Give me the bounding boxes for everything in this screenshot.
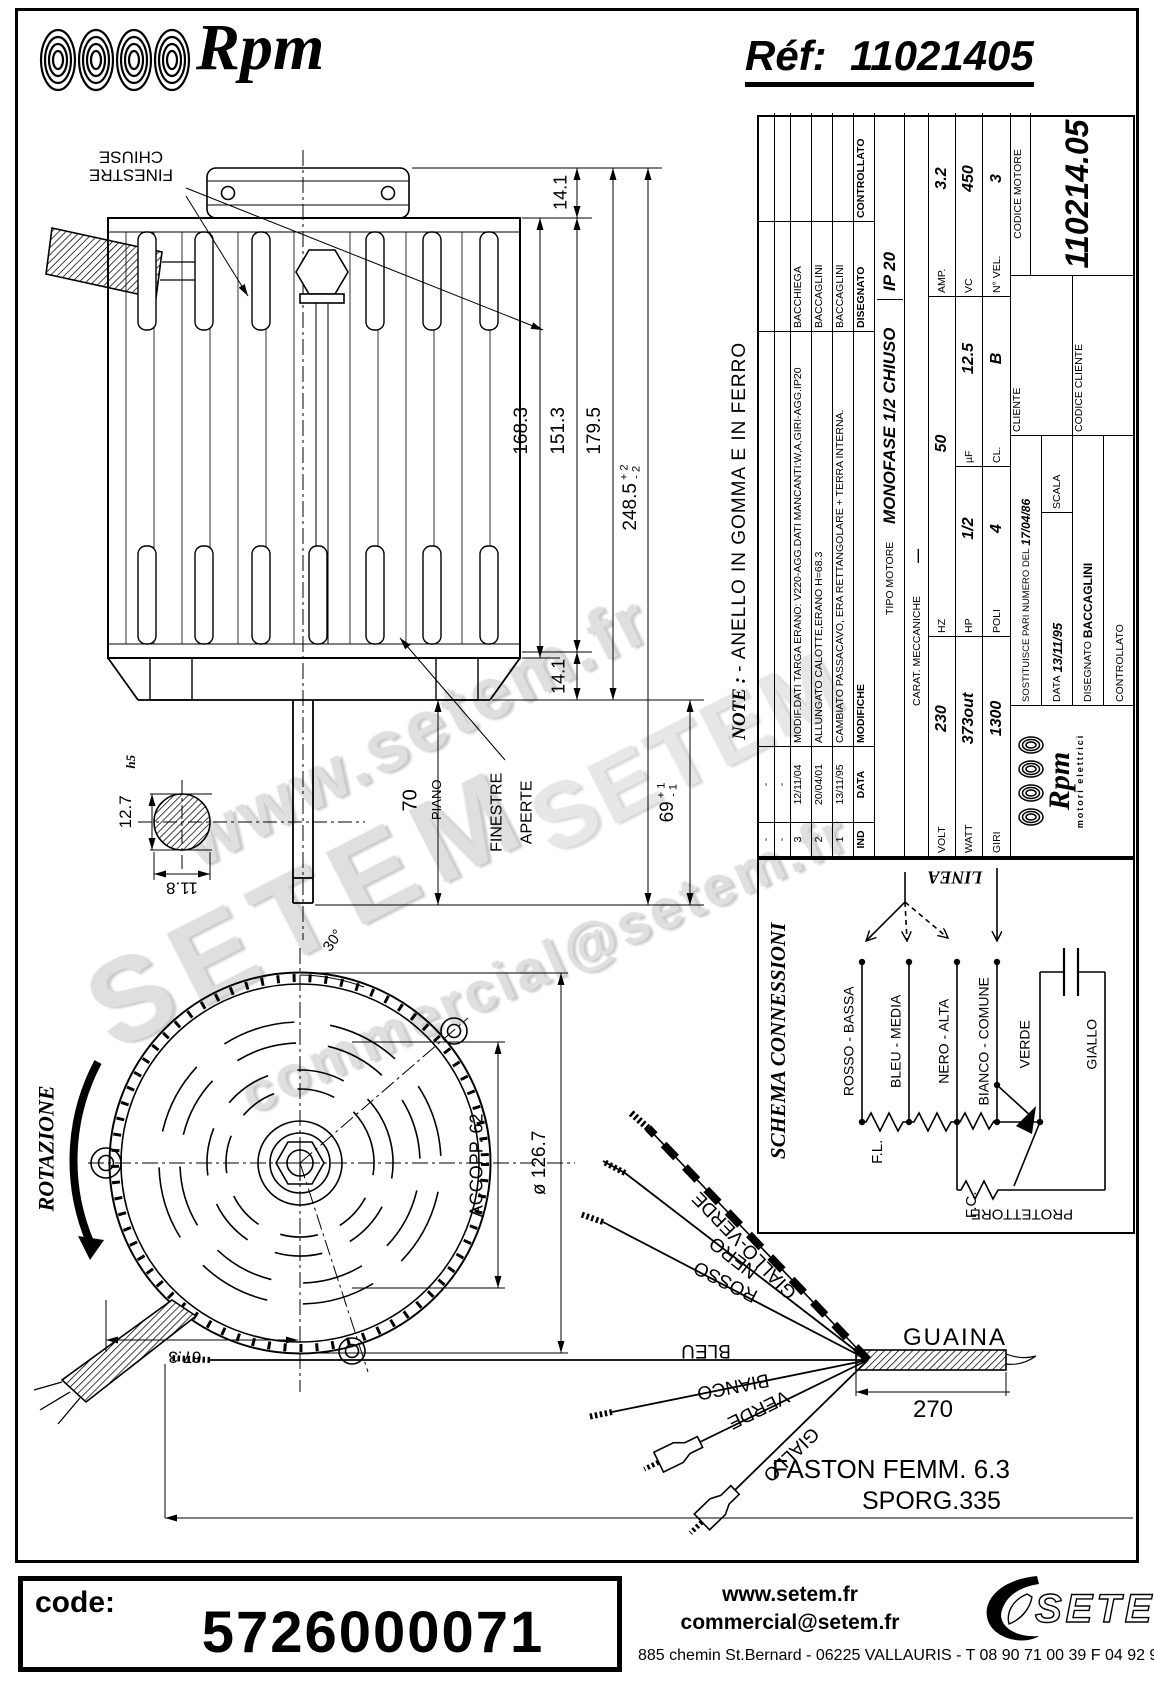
dim-168-3: 168.3 (511, 407, 533, 455)
cliente-cell: CLIENTE (1011, 276, 1073, 436)
dim-12-7: 12.7 (116, 795, 136, 829)
brand-logo-text: Rpm (196, 11, 325, 84)
rail-label-bianco-comune: BIANCO - COMUNE (975, 977, 992, 1106)
footer-address: 885 chemin St.Bernard - 06225 VALLAURIS … (638, 1647, 1154, 1664)
codice-motore-value: 110214.05 (1059, 119, 1095, 269)
faston-label: FASTON FEMM. 6.3 (772, 1454, 1010, 1484)
cliente-label: CLIENTE (1011, 387, 1023, 432)
setem-logo-text: SETEM (1035, 1587, 1154, 1631)
carat-label: CARAT. MECCANICHE (910, 595, 923, 706)
dim-179-5: 179.5 (584, 407, 606, 455)
revision-row: -- (759, 113, 775, 856)
motor-front-view (33, 948, 575, 1425)
ip-rating: IP 20 (876, 113, 903, 300)
tipo-motore-row: TIPO MOTORE MONOFASE 1/2 CHIUSO IP 20 (875, 113, 905, 856)
fl-label: F.L. (869, 1139, 887, 1164)
sporg-label: SPORG.335 (862, 1487, 1001, 1515)
dim-70: 70 (399, 789, 422, 812)
carat-row: CARAT. MECCANICHE — (905, 113, 929, 856)
schema-title: SCHEMA CONNESSIONI (766, 922, 791, 1160)
schema-linework (858, 868, 1106, 1201)
rpm-coils-icon (39, 28, 191, 92)
tipo-motore-label: TIPO MOTORE (883, 541, 896, 615)
rail-label-bleu-media: BLEU - MEDIA (887, 994, 904, 1088)
dim-11-8: 11.8 (166, 878, 198, 898)
sostituisce-label: SOSTITUISCE PARI NUMERO DEL (1020, 548, 1032, 702)
footer-email: commercial@setem.fr (680, 1611, 900, 1634)
logo-cell: Rpm motori elettrici (1011, 706, 1135, 856)
schema-verde-label: VERDE (1016, 1020, 1033, 1069)
protettore-label: PROTETTORE (970, 1205, 1074, 1223)
rpm-coils-icon-small (1018, 736, 1044, 826)
rpm-logo-text: Rpm (1043, 751, 1076, 811)
wire-harness (164, 1109, 1133, 1535)
rotazione-label: ROTAZIONE (33, 1085, 59, 1212)
dim-248-5: 248.5+ 2- 2 (618, 464, 642, 531)
guaina-label: GUAINA (903, 1324, 1008, 1351)
code-value: 5726000071 (201, 1600, 545, 1665)
controllato-label: CONTROLLATO (1113, 624, 1126, 702)
front-view-dimensions (105, 972, 568, 1354)
note-text: NOTE : - ANELLO IN GOMMA E IN FERRO (729, 341, 751, 740)
dim-14-1-top: 14.1 (550, 174, 571, 210)
rail-label-rosso-bassa: ROSSO - BASSA (840, 986, 857, 1097)
schema-box (757, 858, 1135, 1234)
codice-cliente-cell: CODICE CLIENTE (1073, 276, 1135, 436)
dim-69: 69+ 1- 1 (655, 782, 679, 823)
dim-270: 270 (912, 1396, 954, 1423)
code-label: code: (35, 1586, 116, 1619)
scala-label: SCALA (1041, 436, 1073, 513)
sostituisce-cell: SOSTITUISCE PARI NUMERO DEL 17/04/86 DAT… (1011, 436, 1135, 706)
dim-151-3: 151.3 (548, 407, 570, 455)
carat-value: — (908, 548, 925, 563)
footer-website: www.setem.fr (722, 1583, 858, 1606)
codice-cliente-label: CODICE CLIENTE (1073, 343, 1085, 432)
setem-logo: SETEM (986, 1576, 1154, 1641)
finestre-aperte-l1: FINESTRE (488, 772, 506, 852)
linea-label: LINEA (927, 867, 983, 888)
revision-row: -- (775, 113, 791, 856)
dim-14-1-bottom: 14.1 (548, 658, 569, 694)
dim-67-3: 67.3 (168, 1347, 202, 1367)
rpm-logo-sub: motori elettrici (1075, 733, 1085, 829)
dim-diameter: ø 126.7 (529, 1130, 551, 1196)
side-view-dimensions (148, 167, 704, 906)
motor-side-view (45, 150, 521, 940)
ref-value: 11021405 (850, 32, 1034, 79)
piano-label: PIANO (429, 779, 445, 820)
dim-accopp-62: ACCOPP. 62 (466, 1113, 487, 1218)
finestre-aperte-l2: APERTE (518, 780, 536, 845)
disegnato-value: BACCAGLINI (1081, 562, 1095, 639)
wire-label-bleu: BLEU (681, 1339, 731, 1361)
codice-motore-cell: CODICE MOTORE 110214.05 (1011, 113, 1135, 276)
disegnato-label: DISEGNATO (1082, 641, 1094, 702)
shaft-fit-h5: h5 (123, 754, 139, 769)
sostituisce-date: 17/04/86 (1019, 498, 1033, 546)
data-value: 13/11/95 (1049, 622, 1065, 673)
code-box: code: 5726000071 (18, 1576, 622, 1672)
codice-motore-label: CODICE MOTORE (1011, 113, 1031, 275)
ref-title: Réf: 11021405 (745, 34, 1034, 87)
tipo-motore-value: MONOFASE 1/2 CHIUSO (879, 327, 899, 524)
schema-giallo-label: GIALLO (1083, 1018, 1100, 1070)
ref-label: Réf: (745, 32, 827, 79)
data-label: DATA (1051, 675, 1063, 702)
sheet-border (15, 8, 1139, 1563)
rail-label-nero-alta: NERO - ALTA (935, 998, 952, 1084)
